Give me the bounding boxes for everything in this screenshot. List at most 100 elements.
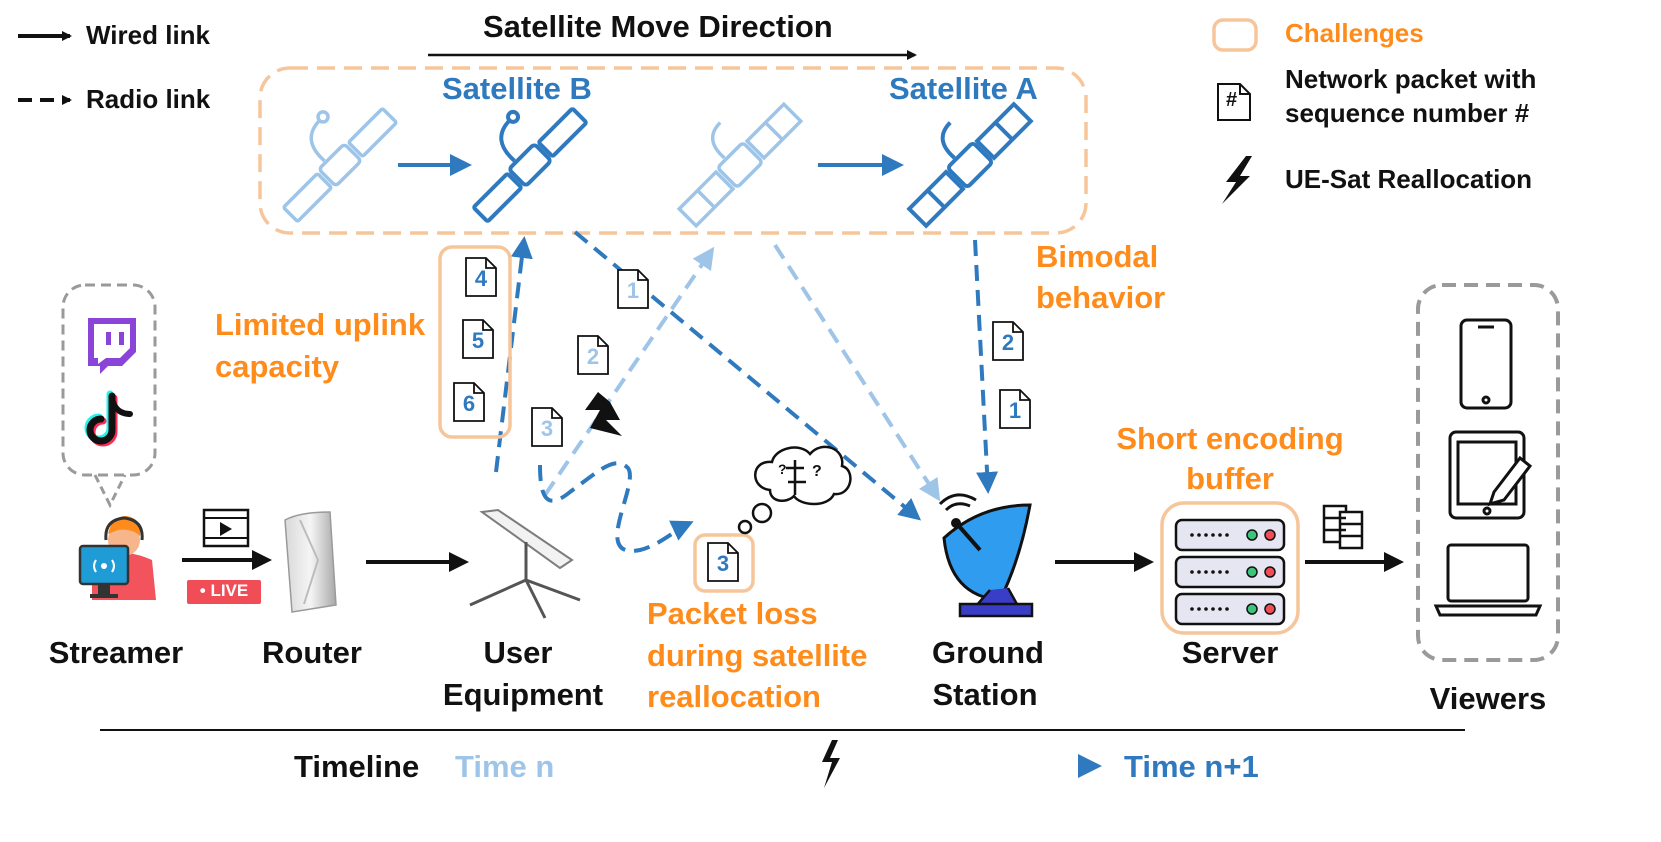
timeline-end-label: Time n+1: [1124, 749, 1259, 784]
satellite-b-icon: [472, 107, 588, 223]
uplink-capacity-label-line2: capacity: [215, 349, 340, 384]
bimodal-label-line2: behavior: [1036, 280, 1166, 315]
video-icon: [202, 508, 250, 548]
server-vent-dot: [1225, 607, 1229, 611]
packet-loss-label-line3: reallocation: [647, 679, 821, 714]
encoding-buffer-label-line2: buffer: [1186, 461, 1274, 496]
platform-bubble-tail: [93, 474, 127, 509]
challenges-legend-box: [1212, 18, 1258, 52]
live-badge-label: • LIVE: [199, 581, 249, 600]
legend-reallocation-label: UE-Sat Reallocation: [1285, 164, 1533, 194]
server-vent-dot: [1218, 570, 1222, 574]
server-status-light: [1246, 529, 1258, 541]
ground-station-label-line2: Station: [932, 677, 1038, 712]
server-vent-dot: [1204, 533, 1208, 537]
server-vent-dot: [1190, 533, 1194, 537]
ground-path-packet-number: 2: [1002, 330, 1014, 355]
packet-loss-label-line2: during satellite: [647, 638, 868, 673]
bimodal-label-line1: Bimodal: [1036, 239, 1159, 274]
server-vent-dot: [1218, 533, 1222, 537]
ground-path-packet: 2: [992, 321, 1024, 361]
dish-ue-icon: [469, 508, 581, 619]
server-status-light: [1246, 566, 1258, 578]
satellite-region-box: [258, 66, 1088, 235]
downlink-satellite-a-to-ground: [973, 239, 999, 494]
timeline-arrowhead: [1078, 754, 1102, 778]
viewers-label: Viewers: [1429, 681, 1547, 716]
confused-thought-icon: ? ?: [737, 445, 852, 535]
uplink-queue-packet-number: 6: [463, 391, 475, 416]
ground-station-label-line1: Ground: [932, 635, 1044, 670]
timeline-start-label: Time n: [455, 749, 555, 784]
ue-label-line2: Equipment: [442, 677, 604, 712]
server-unit: [1174, 518, 1286, 552]
legend-packet-label-line1: Network packet with: [1285, 64, 1537, 94]
legend-wired-label: Wired link: [86, 20, 211, 50]
downlink-satellite-a-previous-to-ground: [773, 243, 941, 502]
server-alert-light: [1264, 529, 1276, 541]
uplink-queue-packet-number: 5: [472, 328, 484, 353]
server-vent-dot: [1211, 607, 1215, 611]
server-vent-dot: [1204, 607, 1208, 611]
uplink-queue-box: [438, 245, 512, 439]
router-icon: [284, 511, 337, 613]
server-unit: [1174, 555, 1286, 589]
encoding-buffer-box: [1160, 501, 1300, 635]
lost-packet: 3: [707, 542, 739, 582]
legend-radio-label: Radio link: [86, 84, 211, 114]
legend-packet-symbol: #: [1226, 89, 1238, 111]
ground-path-packet: 1: [999, 389, 1031, 429]
satellite-a-icon: [906, 101, 1034, 229]
server-unit: [1174, 592, 1286, 626]
timeline-reallocation-icon: [822, 740, 840, 788]
packet-loss-label-line1: Packet loss: [647, 596, 818, 631]
server-vent-dot: [1225, 570, 1229, 574]
streamer-label: Streamer: [48, 635, 184, 670]
satellite-a-previous-icon: [676, 101, 804, 229]
laptop-icon: [1433, 543, 1543, 617]
uplink-queue-packet: 6: [453, 382, 485, 422]
satellite-b-previous-icon: [282, 107, 398, 223]
lost-packet-number: 3: [717, 551, 729, 576]
platform-bubble: [61, 283, 157, 477]
twitch-icon: [88, 318, 136, 374]
satellite-move-direction-title: Satellite Move Direction: [483, 9, 833, 44]
ground-path-packet-number: 1: [1009, 398, 1021, 423]
server-vent-dot: [1225, 533, 1229, 537]
uplink-queue-packet: 5: [462, 319, 494, 359]
uplink-queue-packet: 4: [465, 257, 497, 297]
ue-label-line1: User: [483, 635, 553, 670]
in-flight-packet-number: 3: [541, 416, 553, 441]
encoding-buffer-label-line1: Short encoding: [1116, 421, 1344, 456]
live-badge: [187, 580, 261, 604]
server-label: Server: [1181, 635, 1279, 670]
uplink-capacity-label-line1: Limited uplink: [215, 307, 426, 342]
reallocation-lightning-icon: [585, 392, 622, 436]
router-label: Router: [262, 635, 362, 670]
legend-challenges-label: Challenges: [1285, 18, 1424, 48]
svg-text:?: ?: [812, 463, 822, 480]
server-alert-light: [1264, 566, 1276, 578]
timeline-label: Timeline: [294, 749, 420, 784]
uplink-queue-packet-number: 4: [475, 266, 488, 291]
satellite-b-label: Satellite B: [442, 71, 592, 106]
server-vent-dot: [1197, 533, 1201, 537]
server-vent-dot: [1204, 570, 1208, 574]
streamer-icon: [78, 516, 156, 600]
uplink-to-satellite-b: [494, 236, 533, 473]
server-vent-dot: [1211, 570, 1215, 574]
in-flight-packet-number: 1: [627, 278, 639, 303]
server-status-light: [1246, 603, 1258, 615]
legend: [18, 18, 1258, 204]
lightning-icon: [1222, 156, 1252, 204]
server-vent-dot: [1197, 570, 1201, 574]
packet-icon: [1217, 83, 1251, 121]
server-vent-dot: [1190, 570, 1194, 574]
phone-icon: [1459, 318, 1513, 410]
satellite-a-label: Satellite A: [889, 71, 1038, 106]
packet-loss-path: [538, 461, 694, 553]
in-flight-packet: 3: [531, 407, 563, 447]
ground-station-icon: [938, 493, 1034, 618]
